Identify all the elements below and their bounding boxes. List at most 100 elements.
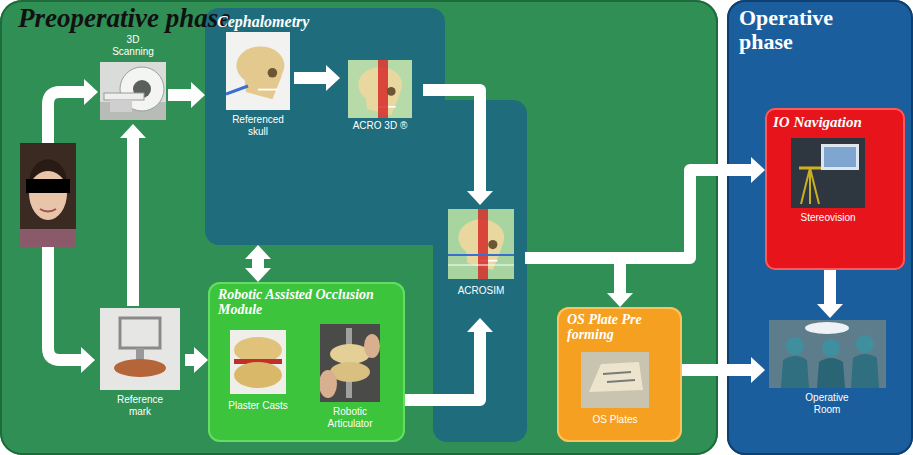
stereovision-photo-part — [821, 144, 859, 170]
image-caption: OS Plates — [575, 414, 655, 426]
photo-tile: Reference mark — [95, 306, 185, 434]
scanner-photo-part — [100, 62, 166, 120]
skull-render-part — [268, 68, 278, 78]
photo-tile: 3D Scanning — [98, 34, 168, 124]
skull-render-part — [258, 89, 277, 91]
patient-photo-part — [20, 229, 76, 247]
operating-room-photo-part — [851, 354, 879, 388]
panel-ground-part — [48, 247, 81, 360]
plate-photo-part — [589, 362, 643, 392]
arrow-shaft — [525, 258, 620, 293]
operating-room-photo-part — [856, 335, 874, 353]
arrow-head — [326, 65, 340, 91]
plaster-cast-photo — [230, 330, 286, 394]
skull-render-part — [226, 32, 290, 110]
skull-render-part — [448, 254, 514, 256]
image-caption: ACROSIM — [440, 285, 522, 297]
arrow-head — [467, 318, 493, 332]
image-caption: Referenced skull — [228, 114, 288, 138]
patient-photo-part — [26, 179, 70, 193]
flow-arrow — [525, 157, 765, 258]
flow-arrow — [405, 318, 493, 400]
plaster-cast-photo-part — [234, 362, 282, 388]
arrow-head — [191, 82, 205, 108]
skull-render — [226, 32, 290, 110]
stereovision-photo — [791, 138, 865, 208]
articulator-photo-part — [330, 344, 370, 364]
arrow-head — [467, 191, 493, 205]
image-caption: Plaster Casts — [222, 400, 294, 412]
image-caption: ACRO 3D ® — [340, 120, 420, 132]
flow-arrow — [185, 347, 208, 373]
arrow-shaft — [405, 332, 480, 400]
arrow-shaft — [294, 72, 326, 84]
arrow-head — [817, 304, 843, 318]
articulator-photo-part — [320, 324, 380, 402]
module-panel: IO NavigationStereovision — [765, 108, 905, 270]
panel-ground-part — [84, 79, 98, 105]
skull-render-part — [488, 240, 497, 249]
operating-room-photo-part — [781, 356, 809, 388]
phase-panel: Preoperative phase3D ScanningCephalometr… — [0, 0, 718, 455]
photo-tile: OS Plates — [575, 350, 658, 434]
operating-room-photo-part — [817, 358, 845, 388]
flow-arrow — [294, 65, 340, 91]
skull-render — [448, 209, 514, 279]
arrow-shaft — [168, 89, 191, 101]
operating-room-photo-part — [822, 339, 840, 357]
arrow-shaft — [252, 259, 264, 268]
skull-render-part — [348, 60, 412, 118]
arrow-head — [245, 245, 271, 259]
arrow-head — [194, 347, 208, 373]
patient-photo-part — [40, 209, 56, 212]
stereovision-photo-part — [801, 168, 819, 204]
flow-arrow — [120, 124, 146, 306]
flow-arrow — [168, 82, 205, 108]
operating-room-photo-part — [769, 320, 886, 388]
flow-arrow — [423, 90, 493, 205]
photo-tile: Stereovision — [783, 136, 876, 236]
flow-arrow — [817, 270, 843, 318]
module-panel: CephalometryReferenced skull ACRO 3D ® — [205, 8, 445, 245]
reference-mark-photo-part — [114, 359, 166, 377]
scanner-photo-part — [104, 93, 144, 100]
reference-mark-photo-part — [120, 318, 160, 348]
reference-mark-photo-part — [100, 308, 180, 390]
panel-title: OS Plate Pre forming — [567, 312, 667, 343]
operating-room-photo-part — [805, 322, 849, 334]
panel-ground-part — [433, 100, 527, 442]
arrow-head — [607, 293, 633, 307]
scanner-photo — [100, 62, 166, 120]
reference-mark-photo — [100, 308, 180, 390]
patient-photo — [20, 143, 76, 247]
arrow-shaft — [423, 90, 480, 191]
plaster-cast-photo-part — [230, 330, 286, 394]
plate-photo-part — [603, 372, 635, 382]
phase-panel: Operative phase IO NavigationStereovision… — [727, 0, 913, 455]
panel-title: Cephalometry — [217, 13, 417, 31]
arrow-head — [120, 124, 146, 138]
panel-title: Robotic Assisted Occlusion Module — [218, 287, 378, 318]
skull-render — [348, 60, 412, 118]
skull-render-part — [448, 265, 514, 266]
flow-arrow — [682, 357, 765, 383]
image-caption: Reference mark — [110, 394, 170, 418]
stereovision-photo-part — [824, 147, 856, 167]
module-panel: OS Plate Pre forming OS Plates — [557, 307, 682, 442]
image-caption: Stereovision — [783, 212, 873, 224]
photo-tile: Referenced skull — [222, 30, 294, 142]
skull-render-part — [226, 86, 248, 94]
arrow-shaft — [682, 364, 751, 376]
articulator-photo — [320, 324, 380, 402]
skull-render-part — [378, 60, 388, 118]
panel-title: Operative phase — [739, 6, 859, 54]
photo-tile: Operative Room — [765, 318, 890, 436]
stereovision-photo-part — [791, 138, 865, 208]
flow-arrow — [245, 245, 271, 282]
panel-ground-part — [81, 347, 95, 373]
image-caption: Robotic Articulator — [320, 406, 380, 430]
arrow-shaft — [185, 354, 194, 366]
arrow-head — [245, 268, 271, 282]
